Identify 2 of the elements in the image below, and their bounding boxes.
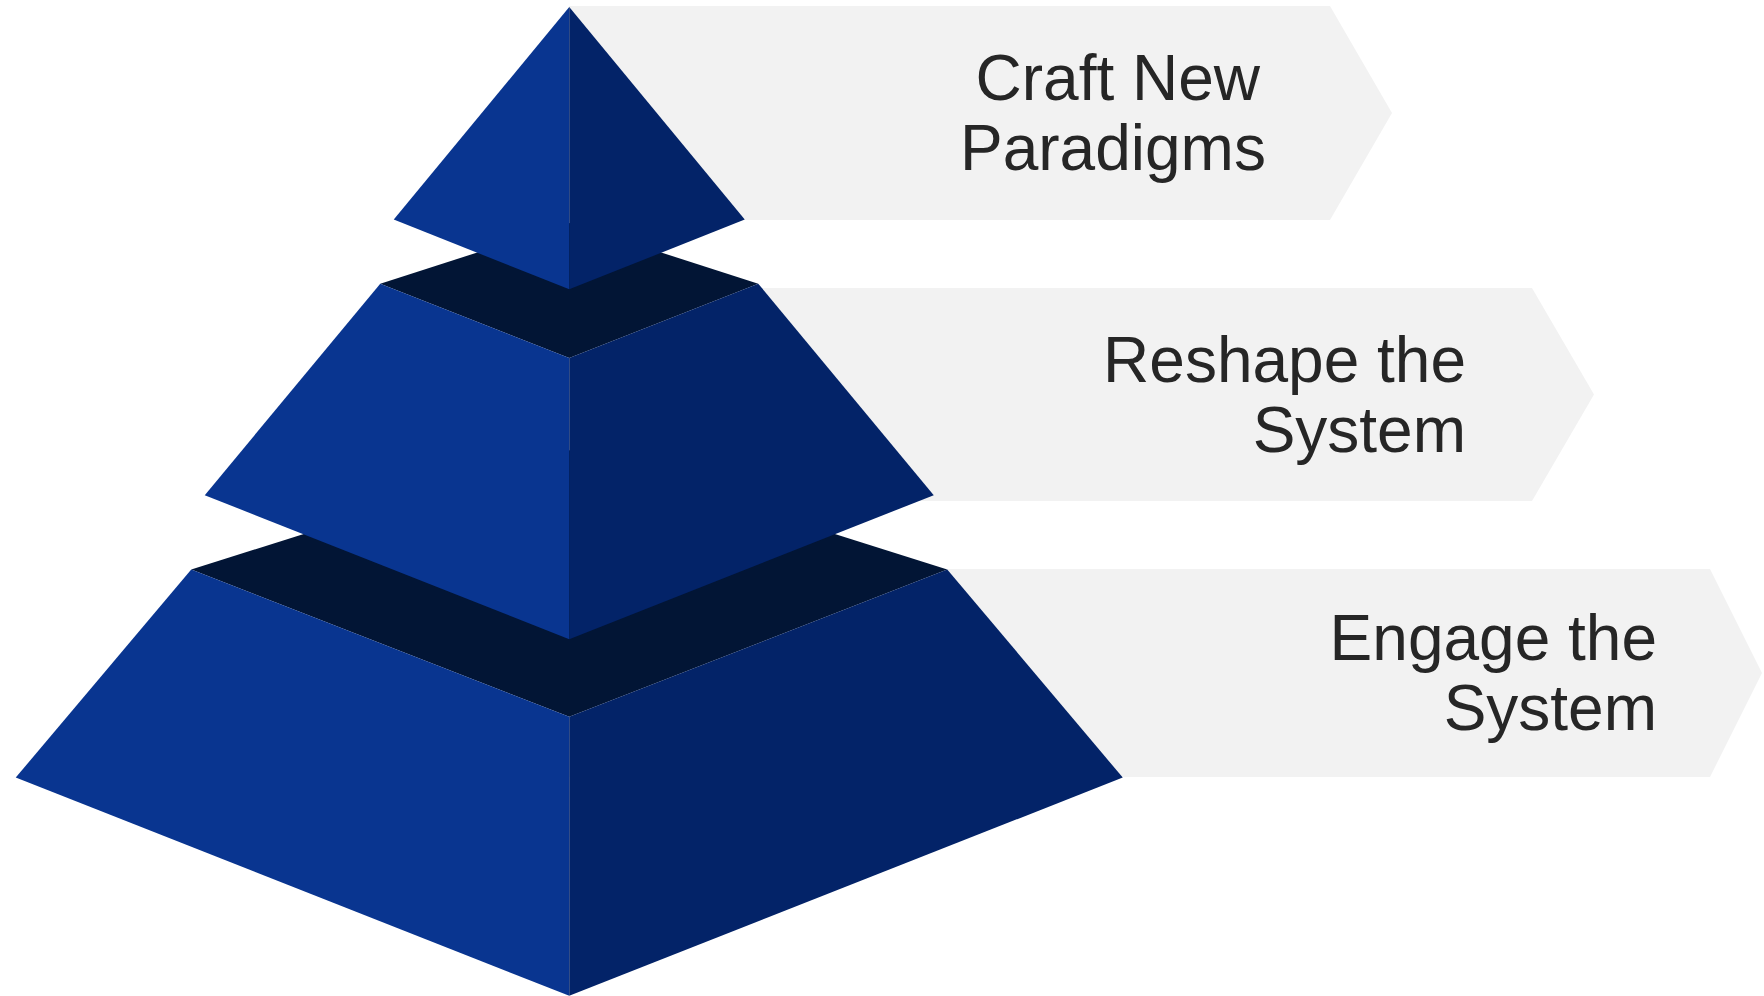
tier-label: Engage the System <box>1328 603 1657 743</box>
tier-label: Reshape the System <box>1102 324 1466 465</box>
